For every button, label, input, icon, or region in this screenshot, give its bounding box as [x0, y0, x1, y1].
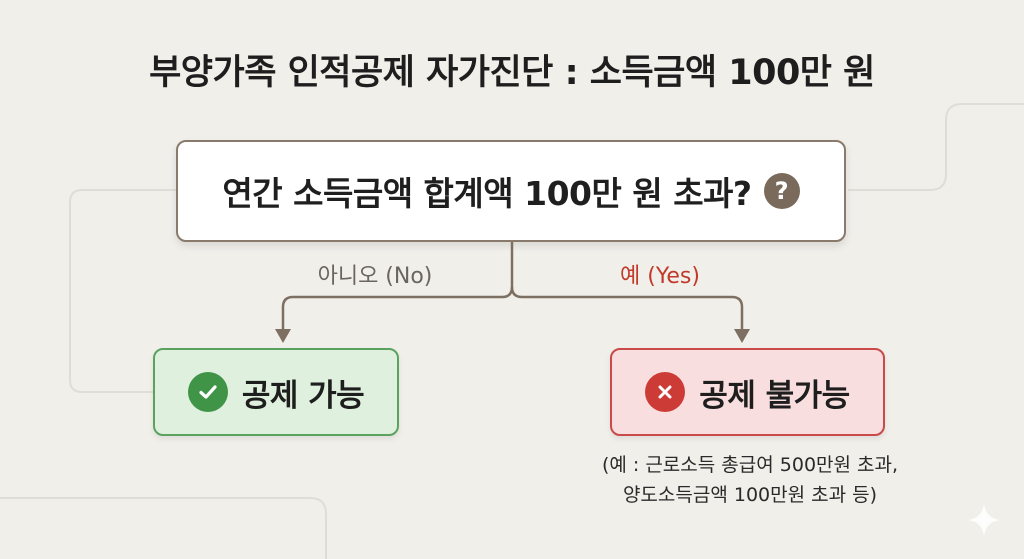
result-not-deductible-label: 공제 불가능: [699, 377, 850, 414]
example-note-line-1: (예 : 근로소득 총급여 500만원 초과,: [601, 454, 899, 476]
branch-label-yes: 예 (Yes): [620, 264, 700, 289]
connector-yes-branch: [510, 286, 744, 330]
result-not-deductible-box: 공제 불가능: [610, 348, 885, 436]
result-deductible-box: 공제 가능: [153, 348, 399, 436]
branch-label-no: 아니오 (No): [317, 264, 433, 289]
x-icon: [645, 372, 686, 412]
example-note: (예 : 근로소득 총급여 500만원 초과, 양도소득금액 100만원 초과 …: [560, 450, 940, 510]
question-icon: ?: [763, 173, 800, 209]
example-note-line-2: 양도소득금액 100만원 초과 등): [622, 484, 878, 506]
arrowhead-no: [275, 329, 291, 343]
arrowhead-yes: [734, 329, 750, 343]
question-box: 연간 소득금액 합계액 100만 원 초과? ?: [176, 140, 846, 242]
result-deductible-label: 공제 가능: [241, 377, 365, 414]
check-icon: [187, 372, 228, 412]
connector-no-branch: [281, 286, 514, 330]
sparkle-icon: [968, 504, 1000, 536]
page-title: 부양가족 인적공제 자가진단 : 소득금액 100만 원: [149, 53, 875, 93]
question-text: 연간 소득금액 합계액 100만 원 초과?: [222, 174, 752, 213]
